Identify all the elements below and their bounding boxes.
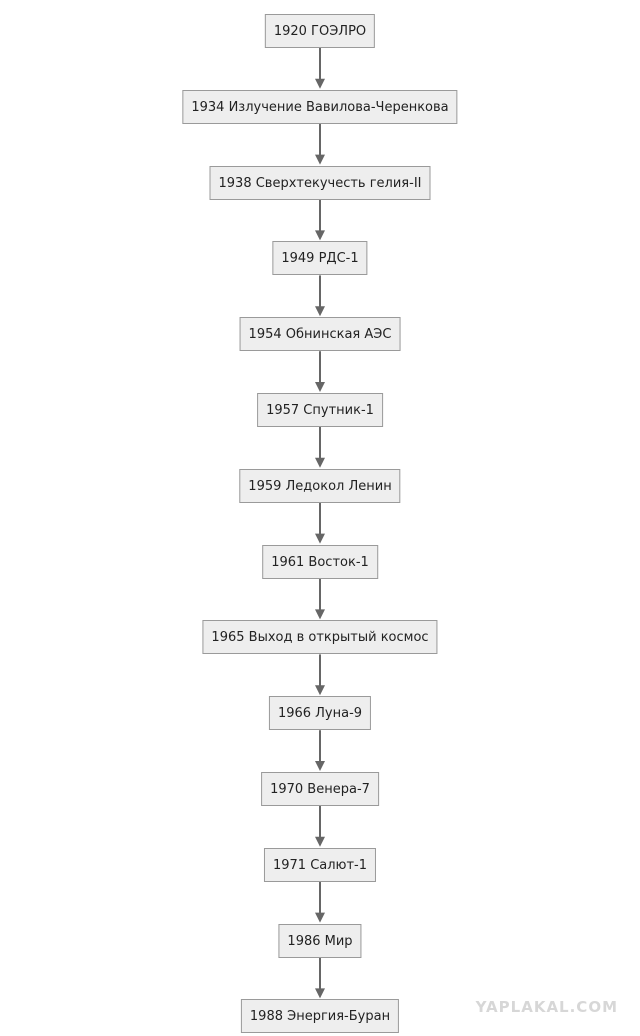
node-1966-luna-9: 1966 Луна-9 [268, 696, 372, 731]
arrow-head [315, 836, 325, 847]
arrow-n1934-n1938 [315, 123, 325, 165]
node-1920-goelro: 1920 ГОЭЛРО [264, 14, 376, 48]
arrow-n1966-n1970 [315, 730, 325, 771]
node-1970-venera-7: 1970 Венера-7 [261, 772, 379, 806]
arrow-n1965-n1966 [315, 654, 325, 696]
arrow-head [315, 230, 325, 241]
arrow-head [315, 306, 325, 317]
node-1938-helium-superfluidity: 1938 Сверхтекучесть гелия-II [209, 165, 431, 200]
arrow-head [315, 988, 325, 999]
arrow-n1986-n1988 [315, 957, 325, 999]
node-1961-vostok-1: 1961 Восток-1 [262, 544, 378, 579]
arrow-head [315, 609, 325, 620]
arrow-head [315, 761, 325, 771]
arrow-n1954-n1957 [315, 351, 325, 392]
arrow-n1938-n1949 [315, 199, 325, 241]
node-1949-rds-1: 1949 РДС-1 [272, 241, 368, 276]
arrow-head [315, 685, 325, 696]
arrow-n1970-n1971 [315, 806, 325, 847]
node-1954-obninsk-npp: 1954 Обнинская АЭС [239, 317, 401, 352]
arrow-head [315, 78, 325, 89]
node-1986-mir: 1986 Мир [278, 923, 362, 958]
arrow-n1920-n1934 [315, 48, 325, 89]
arrow-n1949-n1954 [315, 275, 325, 317]
arrow-head [315, 457, 325, 468]
arrow-n1971-n1986 [315, 881, 325, 923]
arrow-head [315, 154, 325, 165]
arrow-n1959-n1961 [315, 502, 325, 544]
arrow-n1961-n1965 [315, 578, 325, 620]
arrow-head [315, 382, 325, 392]
arrow-head [315, 533, 325, 544]
node-1988-energia-buran: 1988 Энергия-Буран [240, 999, 400, 1034]
node-1965-spacewalk: 1965 Выход в открытый космос [202, 620, 438, 655]
arrow-n1957-n1959 [315, 427, 325, 468]
arrow-head [315, 912, 325, 923]
node-1971-salyut-1: 1971 Салют-1 [263, 847, 377, 882]
node-1957-sputnik-1: 1957 Спутник-1 [257, 393, 383, 427]
site-watermark: YAPLAKAL.COM [475, 998, 618, 1016]
node-1959-icebreaker-lenin: 1959 Ледокол Ленин [239, 468, 401, 503]
node-1934-cherenkov-radiation: 1934 Излучение Вавилова-Черенкова [182, 89, 458, 124]
